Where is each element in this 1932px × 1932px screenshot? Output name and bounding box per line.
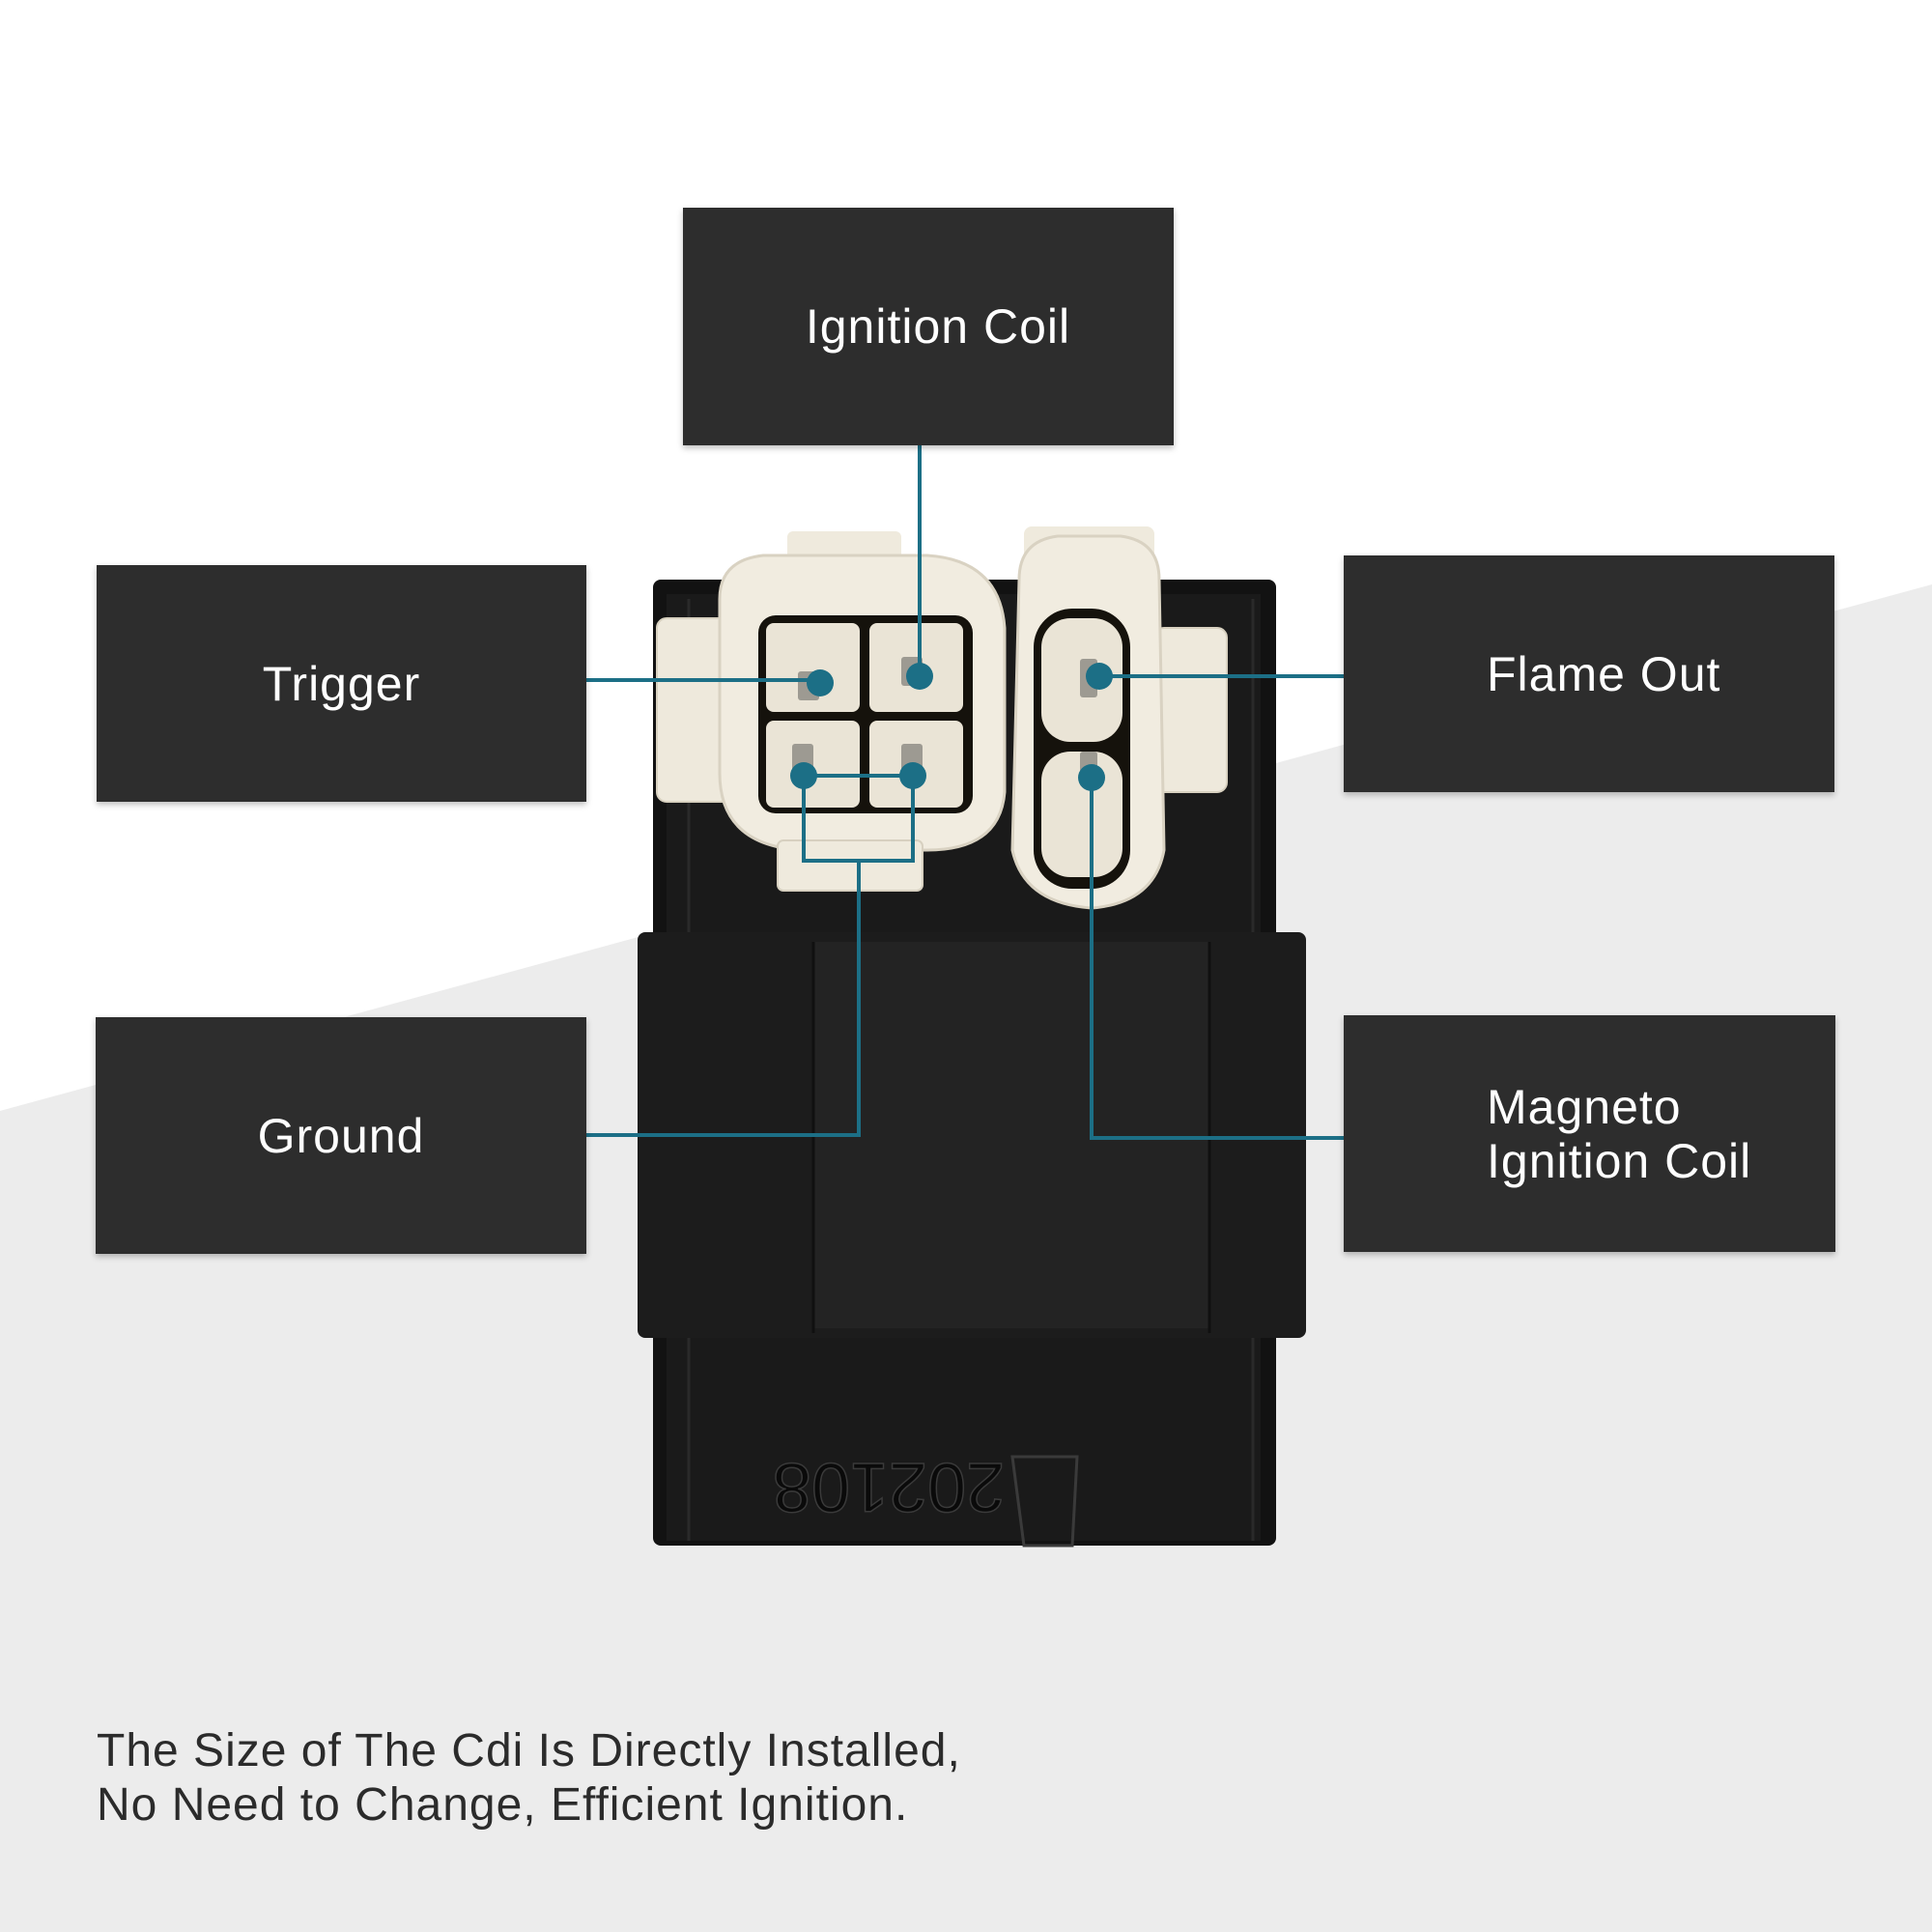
label-trigger: Trigger <box>97 565 586 802</box>
leader-lines <box>586 445 1344 1140</box>
label-magneto-line1: Magneto <box>1487 1079 1682 1134</box>
label-flame-out-text: Flame Out <box>1487 646 1721 701</box>
pin-dot-trigger <box>807 669 834 696</box>
pin-markers <box>790 663 1113 791</box>
caption-line-1: The Size of The Cdi Is Directly Installe… <box>97 1725 961 1776</box>
label-trigger-text: Trigger <box>262 656 421 711</box>
leader-ground <box>586 774 915 1137</box>
caption-line-2: No Need to Change, Efficient Ignition. <box>97 1779 909 1831</box>
label-ignition-coil: Ignition Coil <box>683 208 1174 445</box>
label-ignition-coil-text: Ignition Coil <box>805 299 1071 354</box>
label-ground: Ground <box>96 1017 586 1254</box>
caption: The Size of The Cdi Is Directly Installe… <box>97 1724 1256 1833</box>
pin-dot-ground-left <box>790 762 817 789</box>
embossed-code: 202108 <box>773 1448 1005 1525</box>
label-ground-text: Ground <box>257 1108 425 1163</box>
pin-dot-magneto <box>1078 764 1105 791</box>
leader-magneto <box>1090 778 1344 1140</box>
label-flame-out: Flame Out <box>1344 555 1834 792</box>
label-magneto-line2: Ignition Coil <box>1487 1133 1752 1188</box>
pin-dot-ground-right <box>899 762 926 789</box>
embossed-warning-mark <box>1010 1455 1079 1548</box>
cdi-main-block-center <box>813 942 1209 1328</box>
label-magneto-ignition-coil: Magneto Ignition Coil <box>1344 1015 1835 1252</box>
pin-dot-flame-out <box>1086 663 1113 690</box>
pin-dot-ignition <box>906 663 933 690</box>
